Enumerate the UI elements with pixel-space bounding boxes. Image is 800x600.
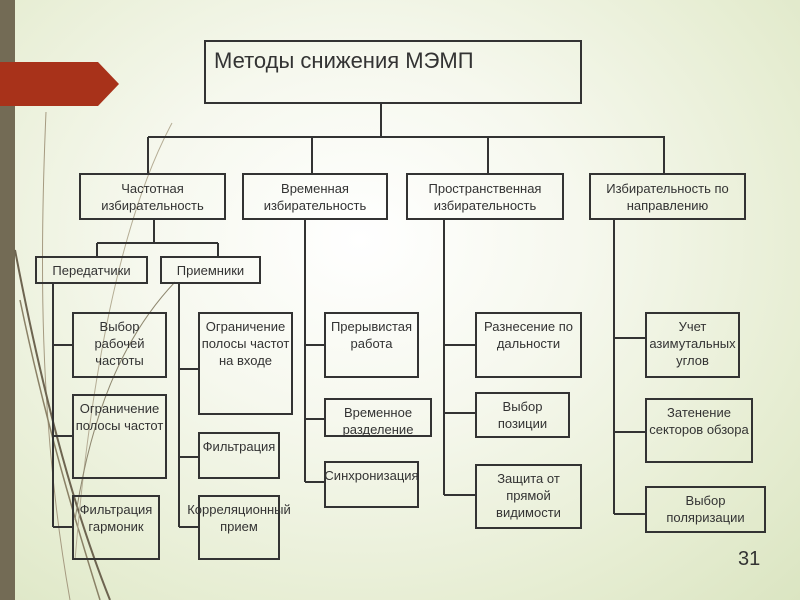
method-box: Временное разделение — [324, 398, 432, 437]
method-box: Разнесение по дальности — [475, 312, 582, 378]
method-box: Выбор рабочей частоты — [72, 312, 167, 378]
method-box: Выбор поляризации — [645, 486, 766, 533]
method-box: Прерывистая работа — [324, 312, 419, 378]
page-number: 31 — [738, 548, 761, 570]
method-box: Фильтрация — [198, 432, 280, 479]
method-box: Учет азимутальных углов — [645, 312, 740, 378]
method-box: Ограничение полосы частот на входе — [198, 312, 293, 415]
category-spatial: Пространственная избирательность — [406, 173, 564, 220]
left-accent-bar — [0, 0, 15, 600]
arrow-accent-shape — [0, 62, 119, 106]
method-box: Фильтрация гармоник — [72, 495, 160, 560]
group-transmitters: Передатчики — [35, 256, 148, 284]
method-box: Затенение секторов обзора — [645, 398, 753, 463]
category-time: Временная избирательность — [242, 173, 388, 220]
category-frequency: Частотная избирательность — [79, 173, 226, 220]
method-box: Защита от прямой видимости — [475, 464, 582, 529]
method-box: Синхронизация — [324, 461, 419, 508]
category-direction: Избирательность по направлению — [589, 173, 746, 220]
method-box: Ограничение полосы частот — [72, 394, 167, 479]
group-receivers: Приемники — [160, 256, 261, 284]
slide-title: Методы снижения МЭМП — [204, 40, 582, 104]
method-box: Выбор позиции — [475, 392, 570, 438]
method-box: Корреляционный прием — [187, 495, 291, 560]
